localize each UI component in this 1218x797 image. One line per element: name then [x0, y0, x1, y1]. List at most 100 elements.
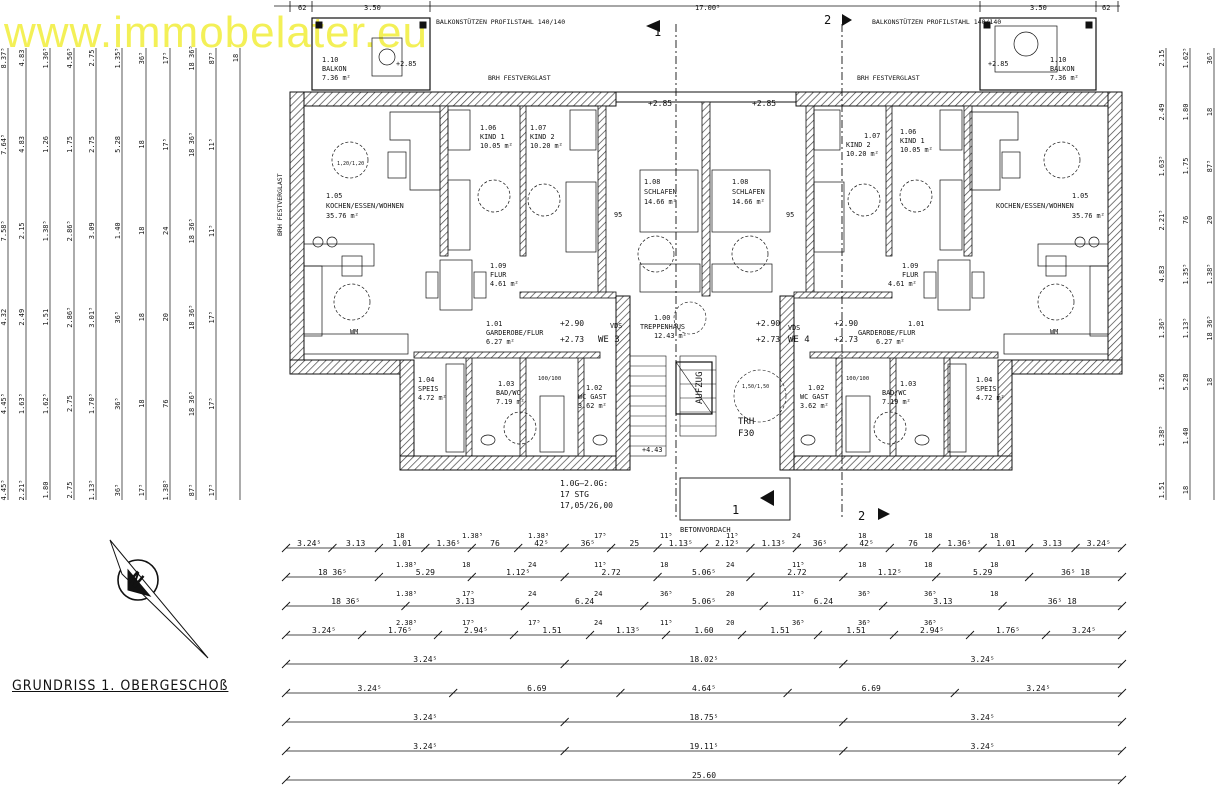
dim-small-value: 18 — [660, 561, 668, 569]
svg-text:10.05 m²: 10.05 m² — [480, 142, 513, 150]
dim-vertical-value: 1.75 — [66, 136, 74, 153]
level-285-c: +2.85 — [648, 99, 672, 108]
svg-text:35.76 m²: 35.76 m² — [1072, 212, 1105, 220]
dim-vertical-value: 2.75 — [88, 50, 96, 67]
dim-value: 1.51 — [770, 626, 789, 635]
dim-vertical-value: 4.83 — [18, 136, 26, 153]
dim-value: 25.60 — [692, 771, 716, 780]
dim-tick — [1024, 572, 1034, 582]
svg-text:1.01: 1.01 — [486, 320, 502, 328]
dim-vertical-value: 1.35⁵ — [1182, 263, 1190, 284]
svg-text:SCHLAFEN: SCHLAFEN — [732, 188, 765, 196]
svg-text:4.61 m²: 4.61 m² — [490, 280, 519, 288]
dim-tick — [950, 688, 960, 698]
dim-vertical-value: 1.26 — [42, 136, 50, 153]
dim-vertical-value: 17⁵ — [162, 52, 170, 65]
balcony-support-right: BALKONSTÜTZEN PROFILSTAHL 140/140 — [872, 17, 1001, 26]
dim-vertical-value: 18 36⁵ — [1206, 315, 1214, 340]
dim-tick — [585, 630, 595, 640]
section-1-bottom: 1 — [732, 503, 739, 517]
level-290-c: +2.90 — [834, 319, 858, 328]
plan-title: GRUNDRISS 1. OBERGESCHOß — [12, 678, 229, 694]
section-lines — [675, 24, 843, 520]
dim-tick — [1024, 543, 1034, 553]
dim-vertical-value: 4.32 — [0, 309, 8, 326]
dim-small-value: 24 — [792, 532, 800, 540]
dim-vertical-value: 76 — [1182, 216, 1190, 224]
dim-value: 36⁵ — [581, 539, 595, 548]
dim-tick — [653, 572, 662, 582]
dim-small-value: 11⁵ — [594, 561, 607, 569]
dim-vertical-value: 36⁵ — [1206, 52, 1214, 65]
dim-tick — [889, 630, 899, 640]
dim-tick — [839, 746, 848, 756]
svg-text:6.27 m²: 6.27 m² — [876, 338, 905, 346]
svg-text:1.04: 1.04 — [418, 376, 434, 384]
dim-vertical-value: 3.01⁵ — [88, 307, 96, 328]
dim-small-value: 36⁵ — [858, 619, 871, 627]
svg-text:3.62 m²: 3.62 m² — [578, 402, 607, 410]
dim-vertical-value: 2.86⁵ — [66, 220, 74, 241]
dim-small-value: 1.38⁵ — [528, 532, 549, 540]
dim-vertical-value: 4.45⁵ — [0, 393, 8, 414]
svg-text:7.19 m²: 7.19 m² — [496, 398, 525, 406]
dim-tick — [699, 543, 709, 553]
dim-tick — [520, 601, 530, 611]
dim-value: 6.24 — [575, 597, 594, 606]
dim-vertical-value: 18 — [1206, 108, 1214, 116]
turn-circle-150: 1,50/1,50 — [742, 384, 769, 390]
dim-small-value: 11⁵ — [660, 532, 673, 540]
svg-text:1.03: 1.03 — [498, 380, 514, 388]
dim-tick — [560, 717, 569, 727]
svg-text:WC GAST: WC GAST — [578, 393, 607, 401]
svg-text:KIND 1: KIND 1 — [900, 137, 925, 145]
dim-tick — [931, 543, 941, 553]
dim-tick — [421, 543, 430, 553]
dim-vertical-value: 2.75 — [88, 136, 96, 153]
dim-tick — [639, 601, 649, 611]
svg-text:1.08: 1.08 — [732, 178, 748, 186]
dim-small-value: 24 — [726, 561, 734, 569]
svg-text:1.02: 1.02 — [808, 384, 824, 392]
dim-vertical-value: 4.45⁵ — [0, 479, 8, 500]
dim-value: 42⁵ — [534, 539, 548, 548]
glazing-right: BRH FESTVERGLAST — [857, 74, 920, 82]
dim-vertical-value: 17⁵ — [208, 311, 216, 324]
dim-tick — [467, 572, 477, 582]
dim-vertical-value: 17⁵ — [162, 138, 170, 151]
dim-small-value: 17⁵ — [462, 590, 475, 598]
interior-walls — [413, 101, 999, 457]
dim-value: 5.06⁵ — [692, 568, 716, 577]
dim-small-value: 24 — [528, 561, 536, 569]
dim-tick — [281, 746, 291, 756]
dim-value: 3.24⁵ — [297, 539, 321, 548]
balcony-left — [311, 17, 431, 91]
dim-vertical-value: 1.26 — [1158, 374, 1166, 391]
width-100-right: 100/100 — [846, 376, 869, 382]
dim-value: 1.60 — [694, 626, 713, 635]
vds-label-2: VDS — [788, 324, 800, 332]
dim-value: 18 36⁵ — [331, 597, 360, 606]
level-285-a: +2.85 — [396, 60, 416, 68]
svg-text:FLUR: FLUR — [902, 271, 919, 279]
dim-vertical-value: 36⁵ — [138, 52, 146, 65]
svg-text:KOCHEN/ESSEN/WOHNEN: KOCHEN/ESSEN/WOHNEN — [996, 202, 1074, 210]
dim-vertical-value: 1.36⁵ — [1158, 317, 1166, 338]
svg-text:1.09: 1.09 — [902, 262, 918, 270]
dim-tick — [281, 543, 291, 553]
dim-tick — [281, 688, 291, 698]
dim-tick — [878, 601, 888, 611]
dim-vertical-value: 4.56⁵ — [66, 47, 74, 68]
dim-value: 5.29 — [973, 568, 992, 577]
dim-tick — [759, 601, 769, 611]
dim-tick — [746, 543, 755, 553]
dim-small-value: 36⁵ — [924, 619, 937, 627]
dim-vertical-value: 36⁵ — [114, 397, 122, 410]
dim-vertical-value: 18 — [232, 54, 240, 62]
section-2-top-arrow — [842, 14, 852, 26]
svg-text:BAD/WC: BAD/WC — [882, 389, 907, 397]
